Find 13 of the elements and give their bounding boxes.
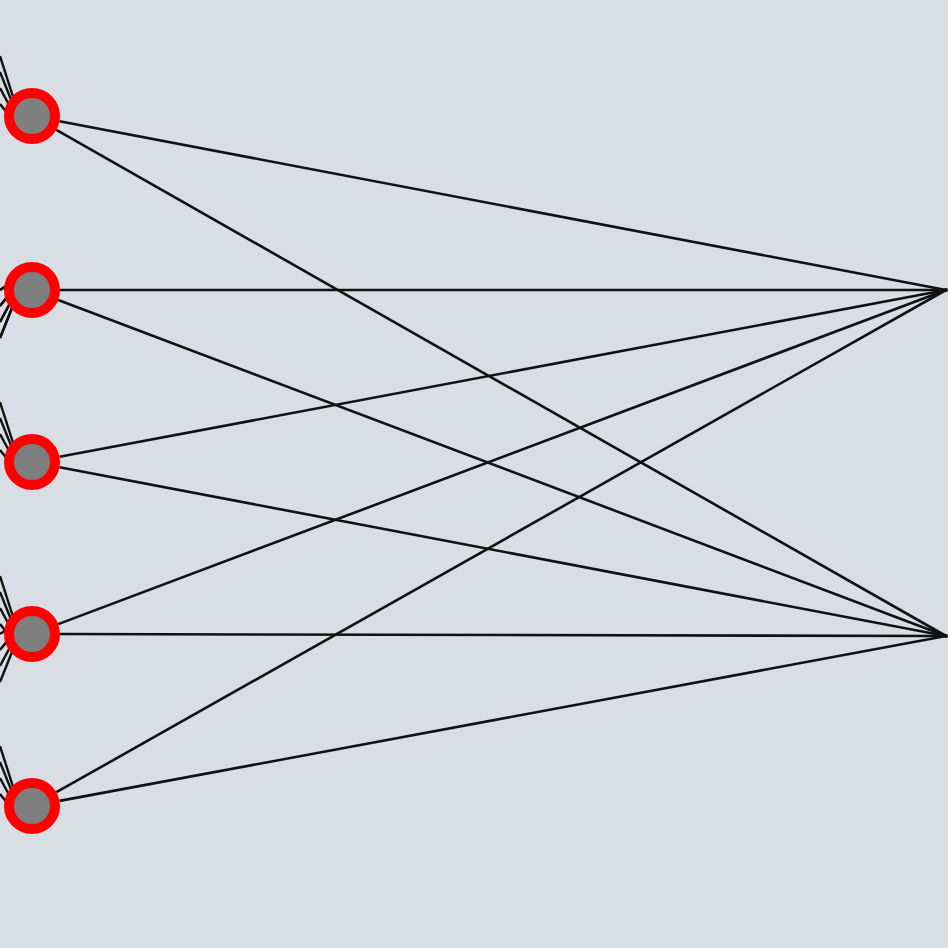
connection-line [59, 465, 947, 638]
connection-line [55, 128, 947, 638]
connection-line [59, 634, 947, 803]
connection-line [59, 119, 947, 292]
connection-line [55, 288, 947, 794]
neuron-circle [4, 434, 60, 490]
connection-line [59, 288, 947, 459]
neuron-circle [4, 778, 60, 834]
neuron-circle [4, 88, 60, 144]
connection-line [60, 288, 946, 292]
neuron-circle [4, 606, 60, 662]
neuron-circle [4, 262, 60, 318]
connection-line [60, 632, 946, 638]
